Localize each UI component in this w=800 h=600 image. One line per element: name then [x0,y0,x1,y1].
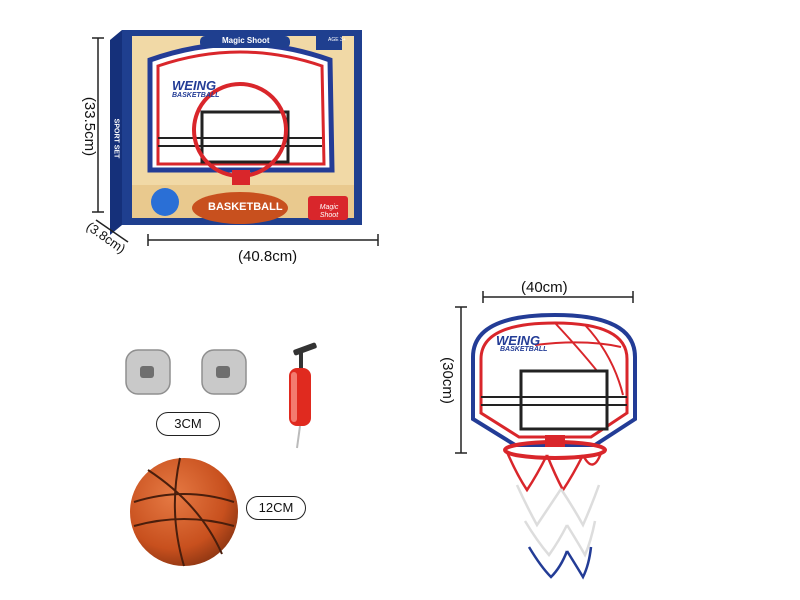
box-height-label: (33.5cm) [81,96,99,157]
board-logo-word: WEING [496,333,541,348]
product-box-illustration [110,30,362,235]
box-dimension-lines [92,37,379,246]
backboard-hoop [455,291,637,580]
box-logo-word: WEING [172,78,217,93]
ball-size-label: 12CM [246,496,306,520]
box-top-brand: Magic Shoot [222,36,270,45]
basketball [130,457,238,567]
box-width-label: (40.8cm) [238,248,298,265]
board-height-label: (30cm) [438,357,456,404]
air-pump [289,342,317,449]
box-logo-sub: BASKETBALL [172,92,220,99]
board-logo-sub: BASKETBALL [500,346,548,353]
box-bottom-banner: BASKETBALL [208,201,283,213]
suction-size-label: 3CM [156,412,220,436]
product-box: Magic Shoot AGE 3+ WEING BASKETBALL SPOR… [110,20,370,235]
suction-cups [125,349,247,395]
box-corner-badge: Magic Shoot [319,204,339,219]
board-width-label: (40cm) [521,279,568,296]
box-age-label: AGE 3+ [328,37,346,43]
